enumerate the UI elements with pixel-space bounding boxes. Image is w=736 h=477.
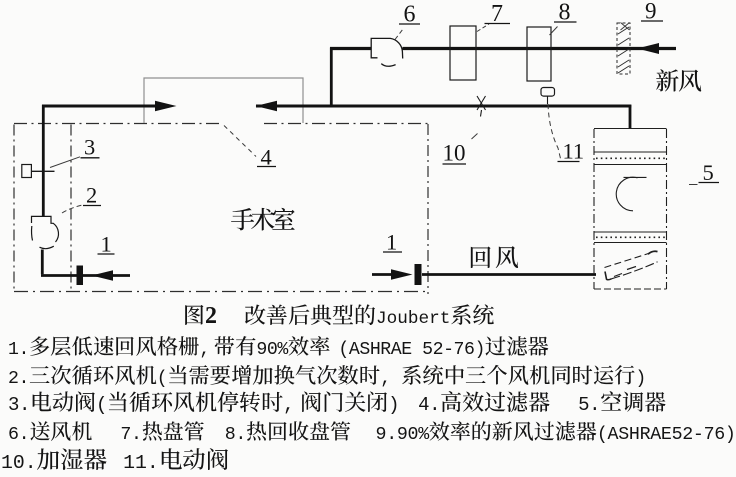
svg-text:新风: 新风 [656, 69, 702, 96]
svg-text:5: 5 [703, 160, 714, 185]
svg-text:回风: 回风 [468, 246, 521, 272]
svg-text:11: 11 [563, 139, 585, 164]
svg-text:10: 10 [443, 141, 466, 166]
svg-text:1: 1 [101, 232, 112, 257]
svg-text:6: 6 [404, 2, 416, 28]
svg-text:手术室: 手术室 [230, 207, 295, 234]
svg-text:2: 2 [86, 183, 97, 208]
svg-text:9: 9 [645, 0, 657, 24]
svg-text:7: 7 [491, 1, 503, 27]
svg-text:3: 3 [84, 135, 95, 160]
svg-text:4: 4 [261, 145, 272, 170]
svg-text:8: 8 [559, 0, 571, 26]
svg-text:1: 1 [386, 230, 397, 255]
